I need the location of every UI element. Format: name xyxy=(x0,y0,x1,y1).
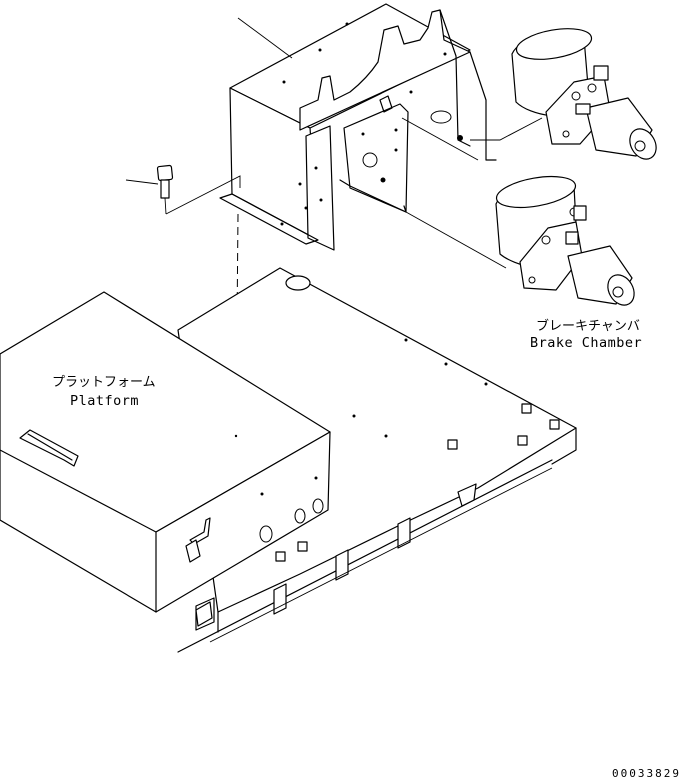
platform-label: プラットフォーム Platform xyxy=(52,375,156,409)
platform-label-en: Platform xyxy=(70,393,139,409)
drawing-code: 00033829 xyxy=(612,767,681,780)
mounting-bracket xyxy=(219,9,507,269)
bracket-cover xyxy=(229,3,471,241)
brake-chamber-label-en: Brake Chamber xyxy=(530,335,642,351)
platform-label-jp: プラットフォーム xyxy=(52,375,156,390)
nut xyxy=(275,403,560,562)
brake-chamber-label-jp: ブレーキチャンバ xyxy=(536,318,640,334)
brake-chamber-lower xyxy=(495,175,635,306)
bolt xyxy=(125,164,241,215)
brake-chamber-label: ブレーキチャンバ Brake Chamber xyxy=(530,318,642,351)
brake-chamber-upper xyxy=(470,28,657,160)
platform-box xyxy=(0,291,331,627)
